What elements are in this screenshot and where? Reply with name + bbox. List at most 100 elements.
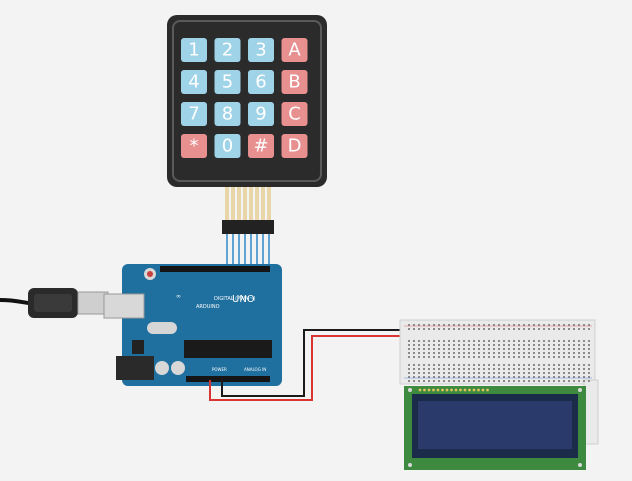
breadboard-hole [518, 368, 520, 370]
breadboard-hole [418, 372, 420, 374]
key-label: 3 [255, 40, 266, 61]
breadboard-hole [438, 380, 440, 382]
breadboard-hole [588, 328, 590, 330]
key-5[interactable]: 5 [214, 70, 241, 94]
breadboard-hole [458, 324, 460, 326]
breadboard-hole [488, 340, 490, 342]
lcd-pin [441, 388, 444, 392]
breadboard-hole [538, 376, 540, 378]
breadboard-hole [458, 340, 460, 342]
key-4[interactable]: 4 [181, 70, 207, 94]
breadboard-hole [548, 340, 550, 342]
breadboard-hole [478, 348, 480, 350]
key-D[interactable]: D [281, 134, 308, 158]
breadboard-hole [573, 344, 575, 346]
lcd-pin [418, 388, 422, 392]
breadboard-hole [498, 344, 500, 346]
key-*[interactable]: * [181, 134, 207, 158]
breadboard-hole [573, 364, 575, 366]
breadboard-hole [543, 340, 545, 342]
key-2[interactable]: 2 [214, 38, 241, 62]
breadboard-hole [588, 368, 590, 370]
key-A[interactable]: A [281, 38, 308, 62]
breadboard-hole [463, 328, 465, 330]
key-0[interactable]: 0 [214, 134, 241, 158]
lcd-pin [432, 388, 435, 392]
reset-button-cap [147, 271, 153, 277]
lcd-module[interactable] [404, 386, 586, 470]
ribbon-strips [225, 187, 271, 220]
key-label: A [288, 40, 301, 61]
breadboard-hole [513, 376, 515, 378]
breadboard-hole [578, 368, 580, 370]
ribbon-strip [243, 187, 247, 220]
breadboard-hole [573, 380, 575, 382]
breadboard-hole [478, 324, 480, 326]
breadboard-hole [573, 328, 575, 330]
breadboard-hole [418, 380, 420, 382]
breadboard-hole [538, 364, 540, 366]
key-face [281, 134, 308, 158]
breadboard-hole [428, 364, 430, 366]
breadboard-hole [563, 372, 565, 374]
key-face [181, 38, 207, 62]
breadboard-hole [513, 364, 515, 366]
lcd-pin [450, 388, 453, 392]
breadboard-hole [458, 368, 460, 370]
lcd-mount-hole [578, 388, 582, 392]
breadboard-hole [533, 364, 535, 366]
breadboard-hole [498, 368, 500, 370]
breadboard-hole [413, 340, 415, 342]
breadboard-hole [478, 368, 480, 370]
key-8[interactable]: 8 [214, 102, 241, 126]
key-3[interactable]: 3 [248, 38, 274, 62]
key-1[interactable]: 1 [181, 38, 207, 62]
breadboard-hole [548, 356, 550, 358]
breadboard-hole [423, 380, 425, 382]
lcd-pin [472, 388, 476, 392]
ribbon-strip [249, 187, 253, 220]
key-label: C [288, 104, 301, 125]
breadboard-hole [508, 368, 510, 370]
breadboard-hole [548, 352, 550, 354]
key-C[interactable]: C [281, 102, 308, 126]
breadboard-hole [538, 368, 540, 370]
breadboard-hole [518, 364, 520, 366]
breadboard-hole [588, 380, 590, 382]
breadboard-hole [443, 340, 445, 342]
breadboard-hole [538, 340, 540, 342]
breadboard-hole [513, 348, 515, 350]
breadboard-hole [563, 364, 565, 366]
wire-red[interactable] [209, 335, 404, 401]
breadboard-top [399, 319, 596, 385]
key-B[interactable]: B [281, 70, 308, 94]
breadboard-hole [493, 380, 495, 382]
wire-black[interactable] [221, 329, 402, 397]
breadboard-hole [448, 364, 450, 366]
breadboard-hole [413, 352, 415, 354]
breadboard-hole [568, 364, 570, 366]
arduino-uno[interactable]: DIGITAL (PWM~) ∞ UNO ARDUINO POWER ANALO… [103, 264, 282, 386]
breadboard-hole [453, 352, 455, 354]
breadboard-hole [473, 352, 475, 354]
breadboard-hole [523, 328, 525, 330]
breadboard-hole [518, 324, 520, 326]
usb-cable[interactable] [0, 288, 109, 318]
breadboard-hole [503, 324, 505, 326]
key-7[interactable]: 7 [181, 102, 207, 126]
breadboard-hole [568, 352, 570, 354]
breadboard-hole [493, 356, 495, 358]
breadboard-hole [533, 340, 535, 342]
key-9[interactable]: 9 [248, 102, 274, 126]
key-face [214, 38, 241, 62]
breadboard-hole [588, 356, 590, 358]
breadboard-hole [428, 348, 430, 350]
breadboard-hole [513, 368, 515, 370]
breadboard[interactable] [399, 319, 599, 445]
key-6[interactable]: 6 [248, 70, 274, 94]
breadboard-hole [533, 380, 535, 382]
key-#[interactable]: # [248, 134, 274, 158]
key-face [248, 102, 274, 126]
breadboard-hole [533, 328, 535, 330]
